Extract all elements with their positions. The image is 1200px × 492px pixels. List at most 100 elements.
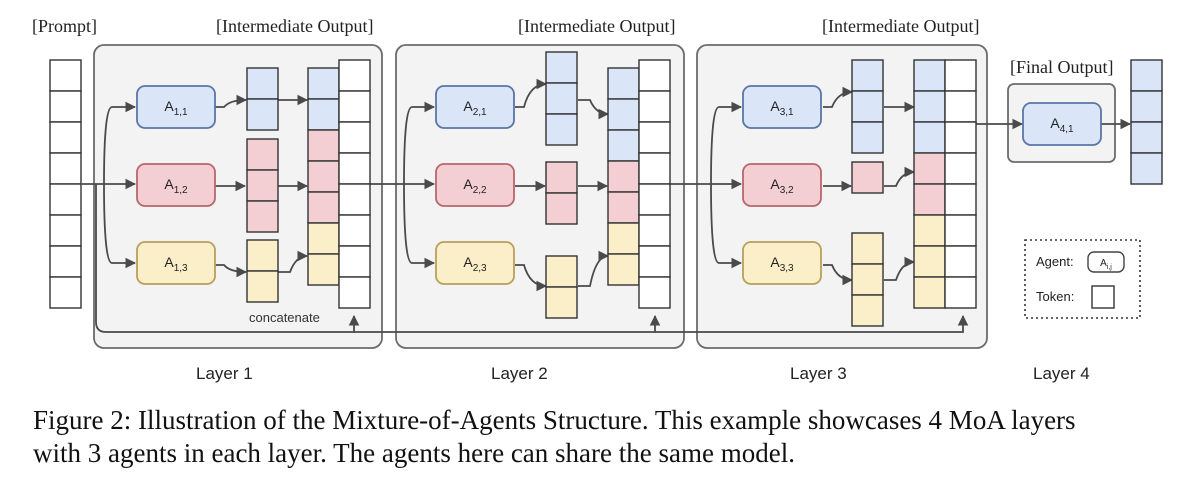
caption-line-1: Figure 2: Illustration of the Mixture-of… [33,405,1076,435]
prompt-copy-3 [944,59,977,309]
legend-agent-symbol-text: Ai,j [1100,258,1112,271]
agent-2-1: A2,1 [435,85,515,129]
token-cell [545,161,578,194]
token-cell [913,152,946,185]
token-cell [338,90,371,123]
agent-box [136,241,216,285]
token-cell [246,138,279,171]
token-cell [545,82,578,115]
agent-name: A1,1 [164,98,188,118]
token-cell [638,59,671,92]
token-cell [638,121,671,154]
token-cell [913,90,946,123]
layer-2-output-blue [545,51,578,146]
token-cell [307,191,340,224]
token-cell [944,121,977,154]
token-cell [944,276,977,309]
final-output-label: [Final Output] [1010,57,1114,77]
token-cell [607,129,640,162]
token-cell [851,294,884,327]
agent-box [435,241,515,285]
token-cell [49,183,82,216]
agent-name: A3,2 [770,176,794,196]
intermediate-output-label-1: [Intermediate Output] [216,16,373,36]
token-cell [607,222,640,255]
layer-1-concat [307,67,340,286]
token-cell [607,160,640,193]
agent-3-1: A3,1 [742,85,822,129]
token-cell [638,152,671,185]
token-cell [851,59,884,92]
agent-box [1022,102,1102,146]
agent-box [742,163,822,207]
agent-3-3: A3,3 [742,241,822,285]
token-cell [944,152,977,185]
concatenate-label: concatenate [249,310,320,325]
agent-name: A2,3 [463,254,487,274]
token-cell [851,121,884,154]
token-cell [913,121,946,154]
agent-1-2: A1,2 [136,163,216,207]
agent-4-1: A4,1 [1022,102,1102,146]
legend-token-symbol [1091,285,1115,309]
token-cell [338,59,371,92]
agent-box [435,85,515,129]
token-cell [338,276,371,309]
layer-2-output-red [545,161,578,225]
legend-agent-symbol [1087,251,1125,273]
token-cell [545,113,578,146]
agent-box [136,85,216,129]
token-cell [851,263,884,296]
layer-1-output-yellow [246,239,279,303]
token-cell [246,239,279,272]
token-cell [607,67,640,100]
token-cell [545,192,578,225]
token-cell [246,270,279,303]
token-cell [944,245,977,278]
token-cell [49,121,82,154]
token-cell [545,51,578,84]
agent-name: A3,3 [770,254,794,274]
layer-1-output-blue [246,67,279,131]
prompt-copy-2 [638,59,671,309]
token-cell [913,214,946,247]
figure-caption: Figure 2: Illustration of the Mixture-of… [33,404,1193,470]
shape-layer: A1,1A1,2A1,3A2,1A2,2A2,3A3,1A3,2A3,3A4,1 [49,51,1163,327]
layer-3-output-blue [851,59,884,154]
layer-3-output-red [851,161,884,194]
agent-name: A2,1 [463,98,487,118]
token-cell [944,90,977,123]
agent-name: A1,3 [164,254,188,274]
legend: Agent: Ai,j Token: [1024,239,1141,319]
caption-line-2: with 3 agents in each layer. The agents … [33,438,795,468]
layer-1-output-red [246,138,279,233]
layer-2-output-yellow [545,255,578,319]
layer-3-output-yellow [851,232,884,327]
token-cell [49,276,82,309]
legend-box [1024,239,1141,319]
token-cell [607,253,640,286]
token-cell [607,98,640,131]
legend-agent-label: Agent: [1036,254,1074,269]
agent-box [742,85,822,129]
layer-4-label: Layer 4 [1033,364,1090,383]
token-cell [851,90,884,123]
token-cell [638,276,671,309]
token-cell [246,67,279,100]
token-cell [338,183,371,216]
prompt-label: [Prompt] [32,16,97,36]
token-cell [307,67,340,100]
token-cell [545,286,578,319]
token-cell [638,183,671,216]
token-cell [638,90,671,123]
layer-3-label: Layer 3 [790,364,847,383]
agent-name: A3,1 [770,98,794,118]
token-cell [638,245,671,278]
token-cell [338,121,371,154]
intermediate-output-label-3: [Intermediate Output] [822,16,979,36]
token-cell [1130,152,1163,185]
legend-token-label: Token: [1036,289,1074,304]
agent-1-3: A1,3 [136,241,216,285]
token-cell [1130,121,1163,154]
token-cell [338,214,371,247]
